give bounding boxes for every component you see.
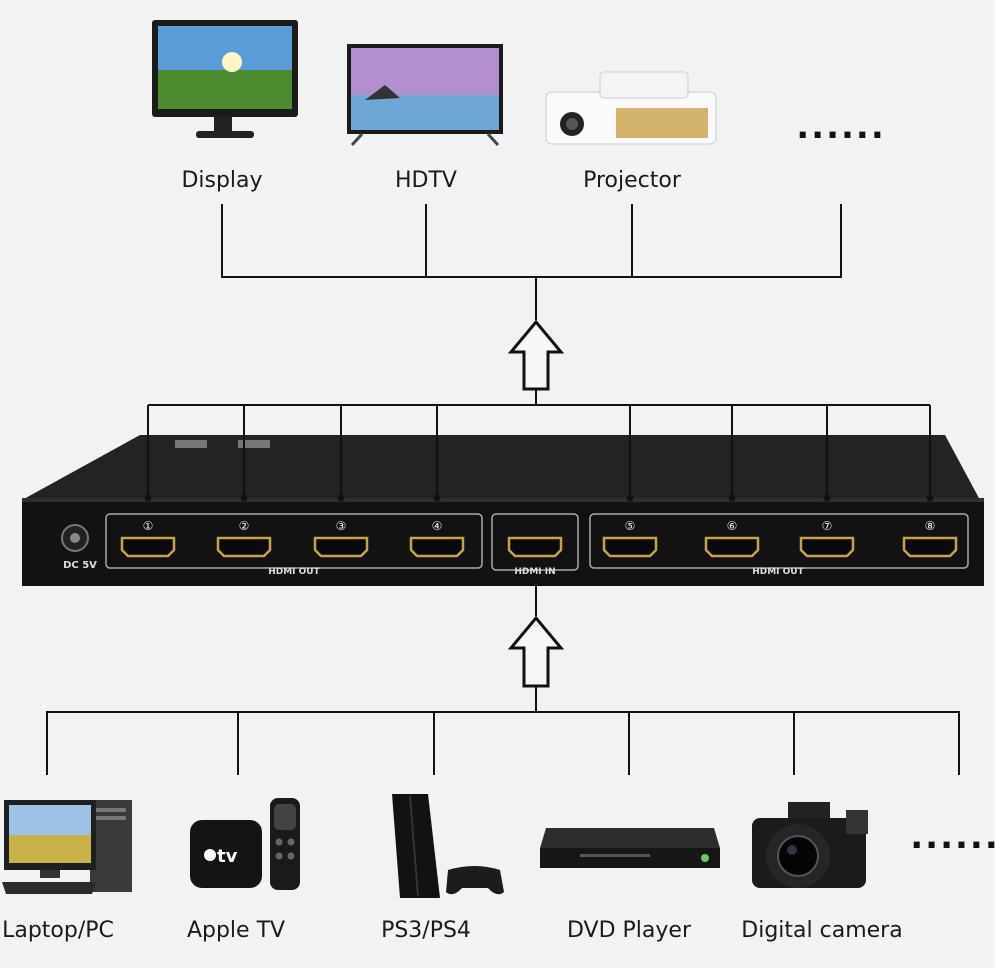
port-connectors <box>144 494 934 502</box>
hdmi-out-port-6: ⑥ <box>704 519 760 558</box>
hdmi-port-socket <box>409 536 465 558</box>
port-number: ② <box>239 519 250 533</box>
output-label-hdtv: HDTV <box>395 168 457 193</box>
hdmi-in-label: HDMI IN <box>514 567 555 577</box>
hdmi-out-port-3: ③ <box>313 519 369 558</box>
apple-tv-icon: tv <box>190 798 300 890</box>
port-number: ⑥ <box>727 519 738 533</box>
power-label: DC 5V <box>63 560 97 571</box>
game-console-icon <box>392 794 504 898</box>
up-arrow-bottom-icon <box>507 615 565 688</box>
port-number: ⑧ <box>925 519 936 533</box>
hdmi-out-port-7: ⑦ <box>799 519 855 558</box>
hdmi-port-socket <box>313 536 369 558</box>
source-label-ps3-ps4: PS3/PS4 <box>381 918 471 943</box>
hdmi-port-socket <box>902 536 958 558</box>
hdmi-out-label-left: HDMI OUT <box>268 567 320 577</box>
camera-icon <box>752 802 868 888</box>
port-number: ① <box>143 519 154 533</box>
source-label-laptop-pc: Laptop/PC <box>2 918 114 943</box>
port-number: ③ <box>336 519 347 533</box>
source-label-digital-camera: Digital camera <box>741 918 903 943</box>
monitor-icon <box>152 20 298 138</box>
output-wiring <box>148 204 930 406</box>
source-label-apple-tv: Apple TV <box>186 918 286 943</box>
port-number: ④ <box>432 519 443 533</box>
more-outputs-dots: ...... <box>796 107 886 147</box>
port-number: ⑦ <box>822 519 833 533</box>
hdmi-out-port-4: ④ <box>409 519 465 558</box>
hdmi-port-socket <box>507 536 563 558</box>
up-arrow-top-icon <box>507 319 565 391</box>
hdtv-icon <box>347 44 503 147</box>
hdmi-in-port <box>507 536 563 558</box>
hdmi-port-socket <box>602 536 658 558</box>
output-label-projector: Projector <box>583 168 681 193</box>
projector-icon <box>545 71 717 145</box>
hdmi-splitter: ① ② ③ ④ ⑤ ⑥ ⑦ ⑧ DC 5V HDMI OUT HDMI IN HDMI OUT <box>22 435 984 586</box>
hdmi-port-socket <box>799 536 855 558</box>
hdmi-ports: ① ② ③ ④ ⑤ ⑥ ⑦ ⑧ <box>120 519 958 558</box>
output-label-display: Display <box>181 168 263 193</box>
hdmi-port-socket <box>704 536 760 558</box>
hdmi-port-socket <box>120 536 176 558</box>
port-number: ⑤ <box>625 519 636 533</box>
more-sources-dots: ...... <box>910 817 995 857</box>
hdmi-out-port-5: ⑤ <box>602 519 658 558</box>
source-label-dvd-player: DVD Player <box>567 918 691 943</box>
hdmi-out-port-1: ① <box>120 519 176 558</box>
port-wiring <box>147 405 931 498</box>
source-wiring <box>46 586 960 775</box>
dvd-player-icon <box>540 828 720 868</box>
apple-tv-logo-text: tv <box>217 846 238 867</box>
hdmi-out-port-8: ⑧ <box>902 519 958 558</box>
desktop-pc-icon <box>2 800 132 894</box>
hdmi-port-socket <box>216 536 272 558</box>
hdmi-out-port-2: ② <box>216 519 272 558</box>
hdmi-out-label-right: HDMI OUT <box>752 567 804 577</box>
